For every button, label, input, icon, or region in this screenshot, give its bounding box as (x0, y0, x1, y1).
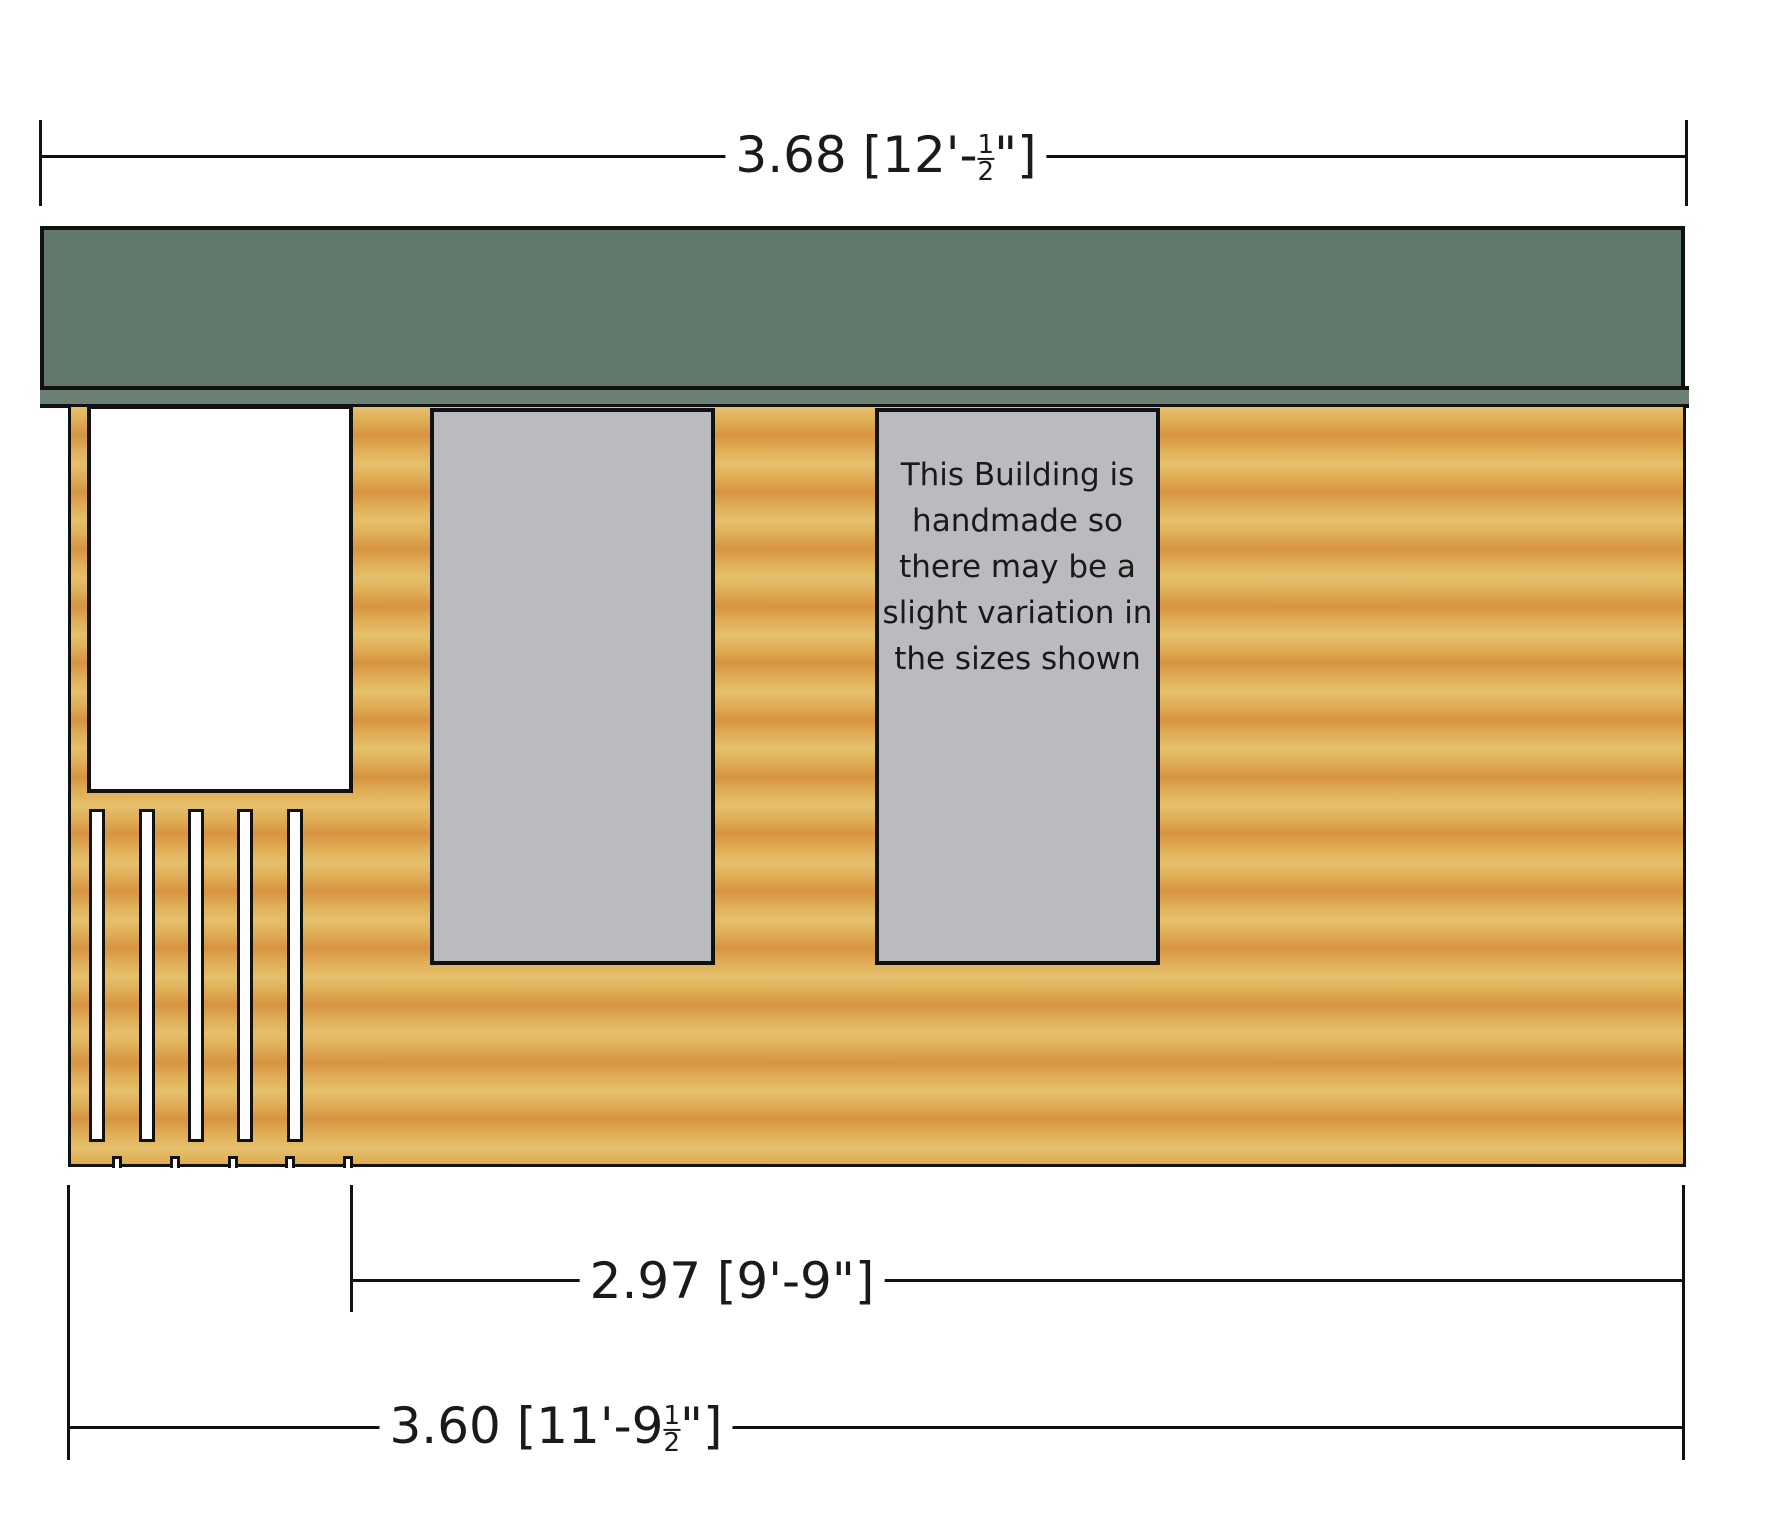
dimension-tick-top-right (1685, 120, 1688, 206)
base-notch (170, 1156, 180, 1168)
porch-slat (287, 809, 303, 1142)
dimension-tick-middle (350, 1185, 353, 1312)
base-notch (228, 1156, 238, 1168)
base-notch (112, 1156, 122, 1168)
porch-opening (87, 405, 353, 793)
roof-fascia (40, 226, 1685, 405)
dimension-tick-left (67, 1185, 70, 1460)
window-left (430, 408, 715, 965)
roof-trim-strip (40, 386, 1689, 408)
handmade-note: This Building is handmade so there may b… (882, 457, 1153, 677)
base-notch (343, 1156, 353, 1168)
porch-slat (237, 809, 253, 1142)
dimension-tick-right (1682, 1185, 1685, 1460)
porch-slat (188, 809, 204, 1142)
window-right (875, 408, 1160, 965)
base-notch (285, 1156, 295, 1168)
dimension-line-middle (351, 1279, 1683, 1282)
dimension-label-middle: 2.97 [9'-9"] (579, 1256, 885, 1306)
porch-slat (139, 809, 155, 1142)
dimension-tick-top-left (39, 120, 42, 206)
dimension-line-bottom (68, 1426, 1683, 1429)
porch-slat (89, 809, 105, 1142)
